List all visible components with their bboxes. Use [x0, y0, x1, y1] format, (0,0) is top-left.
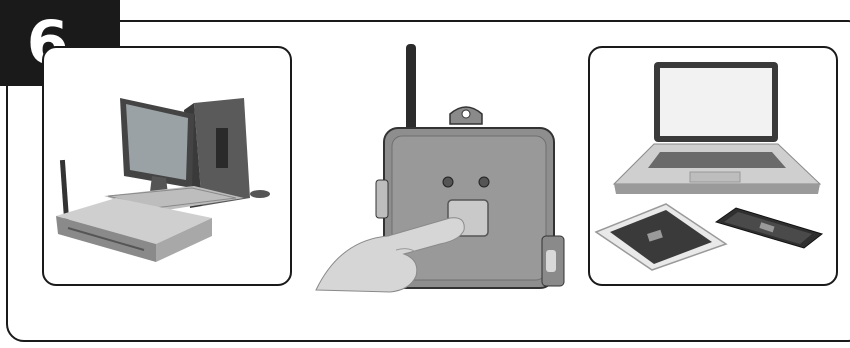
desktop-computer-and-router-icon	[44, 48, 290, 284]
hand-pressing-controller-button-icon	[300, 40, 580, 296]
laptop-tablet-phone-icon	[590, 48, 836, 284]
panel-computer-router	[42, 46, 292, 286]
panel-controller-button	[300, 40, 580, 296]
panel-laptop-tablet-phone	[588, 46, 838, 286]
